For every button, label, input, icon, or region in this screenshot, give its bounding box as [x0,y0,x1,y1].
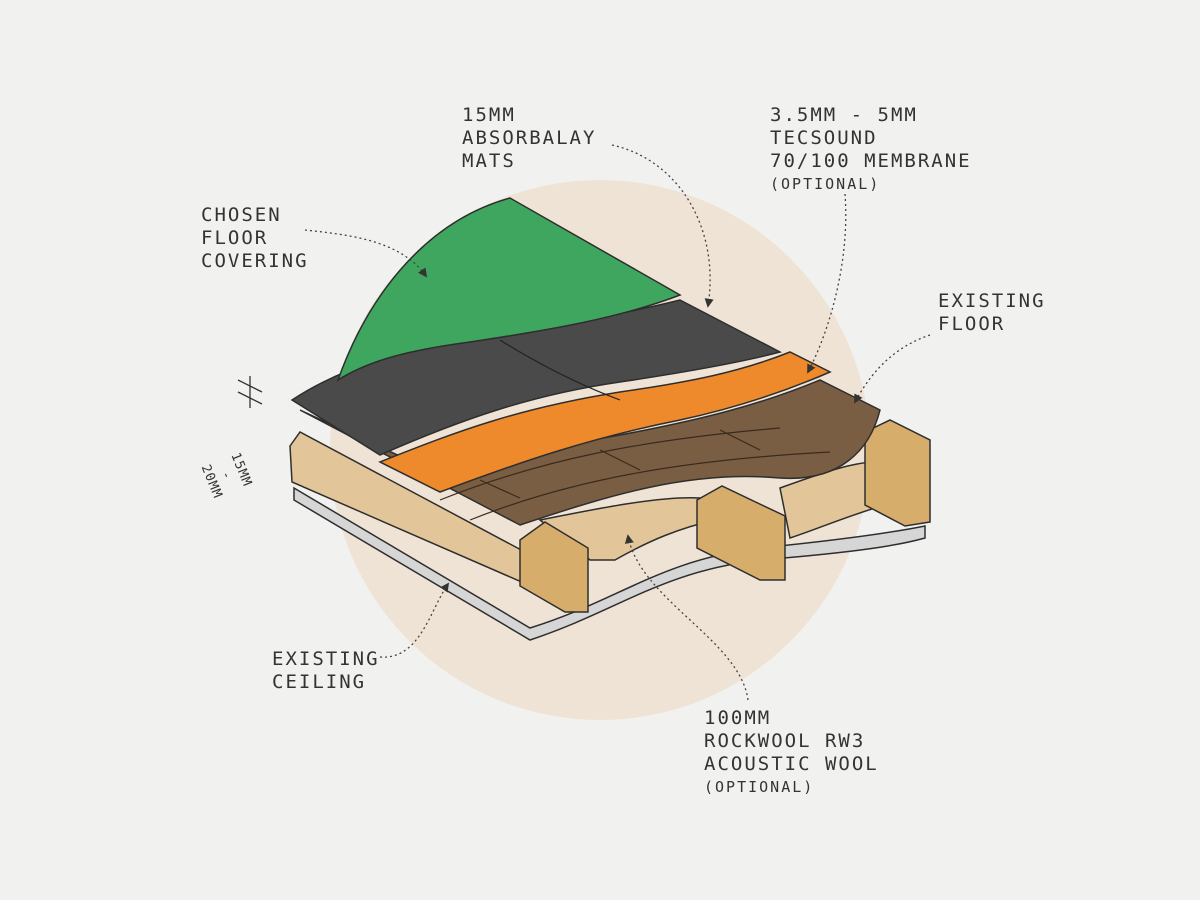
existing-ceiling-label-line-2: CEILING [272,671,367,693]
tecsound-membrane-layer [378,351,832,493]
tecsound-label-line-2: TECSOUND [770,127,878,149]
leader-absorbalay [611,144,714,308]
absorbalay-label-line-2: ABSORBALAY [462,127,597,149]
leader-floor-covering [304,229,428,278]
leader-tecsound [807,193,847,374]
floor-covering-layer [336,197,682,382]
floor-covering-label: CHOSEN FLOOR COVERING [201,204,309,273]
absorbalay-mat-joint [499,339,621,401]
timber-joists [519,419,931,613]
existing-floor-label-line-2: FLOOR [938,313,1006,335]
tecsound-label-line-1: 3.5MM - 5MM [770,104,918,126]
leader-lines [304,144,931,701]
rockwool-label: 100MM ROCKWOOL RW3 ACOUSTIC WOOL (OPTION… [704,707,879,799]
existing-ceiling-label: EXISTING CEILING [272,648,380,694]
rockwool-label-line-4: (OPTIONAL) [704,778,815,796]
floor-covering-label-line-2: FLOOR [201,227,269,249]
rockwool-label-line-1: 100MM [704,707,772,729]
existing-floor-label-line-1: EXISTING [938,290,1046,312]
leader-existing-floor [854,334,931,404]
absorbalay-label: 15MM ABSORBALAY MATS [462,104,596,173]
absorbalay-label-line-3: MATS [462,150,516,172]
dimension-marks [237,376,263,408]
tecsound-label-line-4: (OPTIONAL) [770,175,881,193]
rockwool-label-line-3: ACOUSTIC WOOL [704,753,879,775]
floor-covering-label-line-3: COVERING [201,250,309,272]
existing-ceiling-label-line-1: EXISTING [272,648,380,670]
existing-ceiling-layer [293,486,926,641]
floor-covering-label-line-1: CHOSEN [201,204,282,226]
rockwool-label-line-2: ROCKWOOL RW3 [704,730,866,752]
absorbalay-label-line-1: 15MM [462,104,516,126]
tecsound-label: 3.5MM - 5MM TECSOUND 70/100 MEMBRANE (OP… [770,104,972,196]
tecsound-label-line-3: 70/100 MEMBRANE [770,150,972,172]
leader-rockwool [624,534,749,701]
existing-floor-label: EXISTING FLOOR [938,290,1046,336]
floorboard-joints [439,427,831,521]
